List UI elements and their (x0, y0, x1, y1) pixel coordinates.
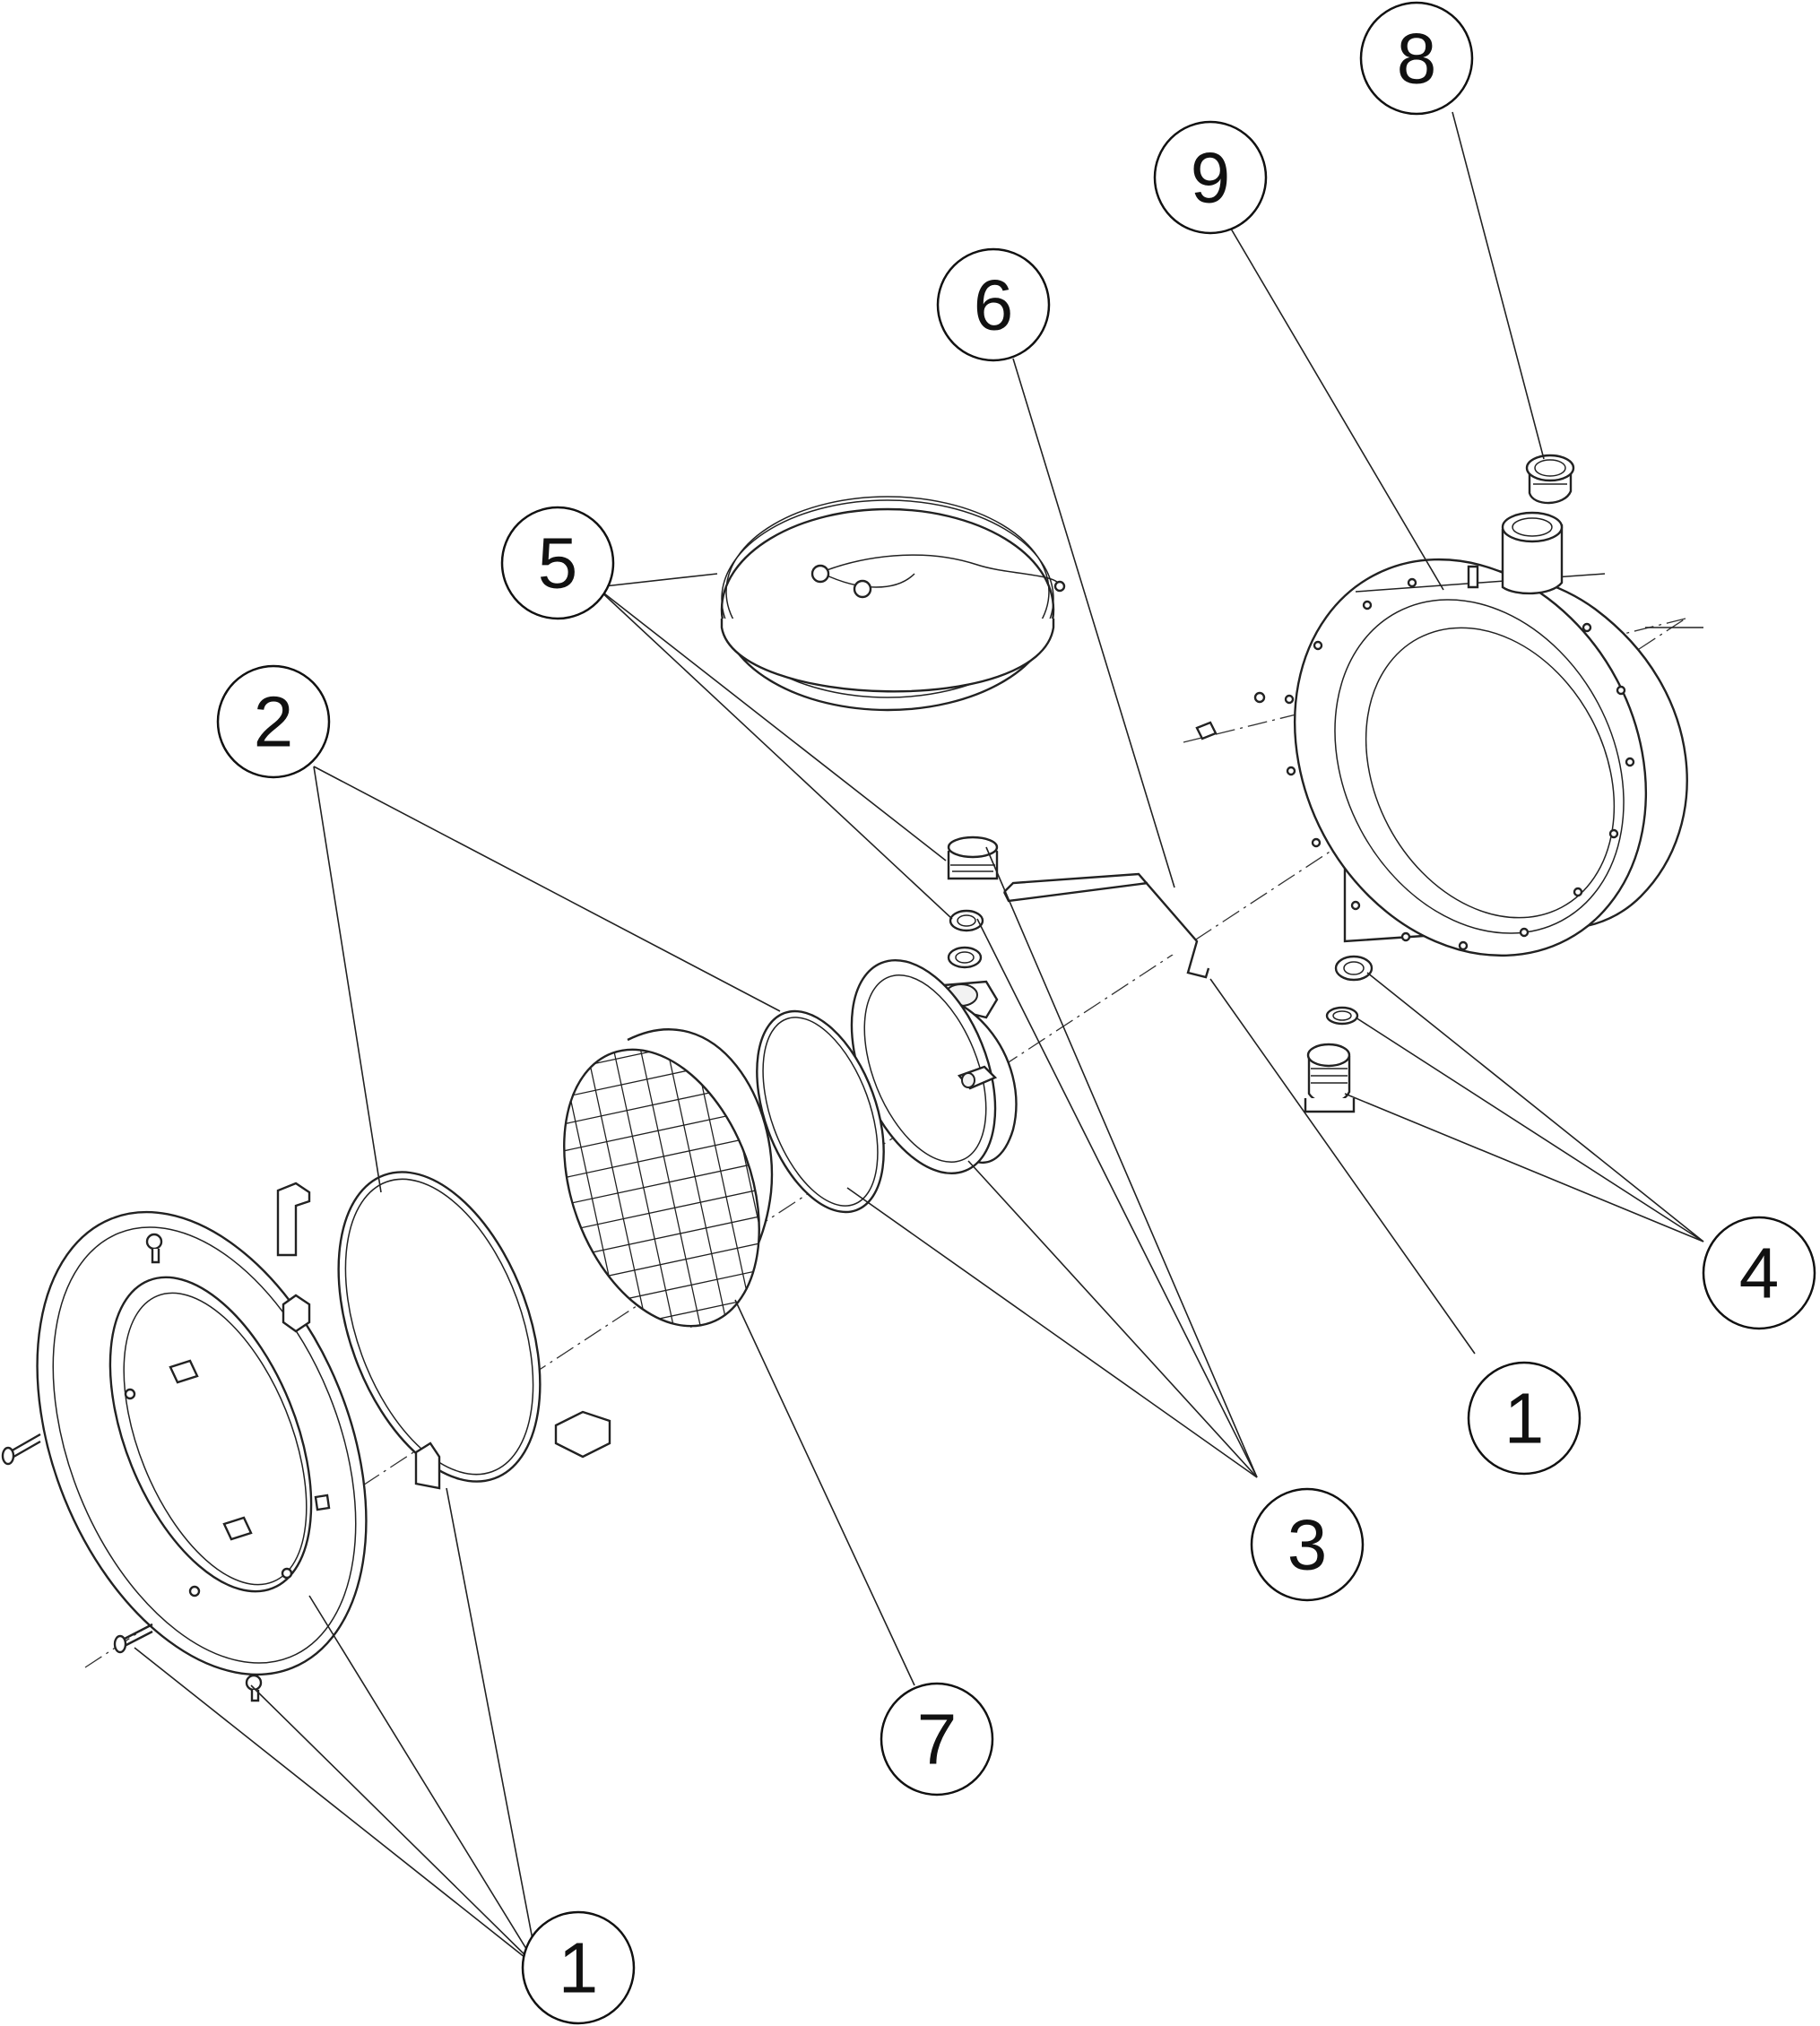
callout-label-1-right: 1 (1504, 1379, 1545, 1459)
niche-housing (1195, 511, 1703, 957)
gasket-rings (337, 1009, 885, 1483)
callout-9: 9 (1153, 120, 1268, 235)
callout-4: 4 (1702, 1216, 1816, 1330)
callout-3: 3 (1250, 1487, 1365, 1602)
callout-label-9: 9 (1191, 138, 1231, 218)
callout-label-5: 5 (538, 524, 578, 603)
lens-mesh (528, 1022, 790, 1354)
lamp-ring-assembly (720, 496, 1066, 969)
callout-1-right: 1 (1467, 1361, 1582, 1476)
callout-6: 6 (936, 247, 1051, 362)
callout-label-7: 7 (917, 1700, 958, 1779)
callout-8: 8 (1359, 1, 1474, 116)
nipple-kit (1304, 955, 1374, 1113)
callout-label-2: 2 (254, 682, 294, 762)
callout-7: 7 (880, 1682, 994, 1797)
callout-2: 2 (216, 664, 331, 779)
callout-label-4: 4 (1739, 1234, 1780, 1313)
callout-label-3: 3 (1287, 1505, 1328, 1585)
reducer-bushing (1525, 454, 1575, 505)
callout-label-6: 6 (974, 265, 1014, 345)
leader-lines (134, 111, 1704, 1969)
callout-label-1-bottom: 1 (559, 1928, 599, 2008)
lamp-reflector (850, 958, 1018, 1175)
callout-1-bottom: 1 (521, 1910, 636, 2025)
callout-5: 5 (500, 506, 615, 620)
callout-label-8: 8 (1397, 19, 1437, 99)
face-ring (1, 1182, 611, 1702)
